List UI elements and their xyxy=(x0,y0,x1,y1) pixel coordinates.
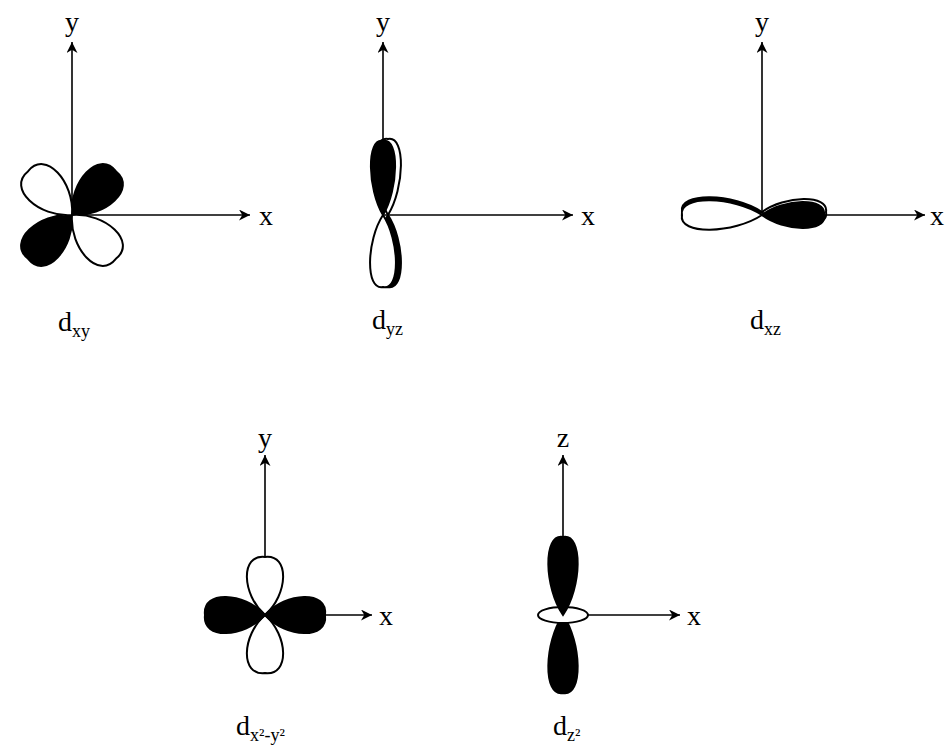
orbital-name: d xyxy=(372,306,386,334)
axis-label: y xyxy=(65,8,79,36)
orbital-lobe xyxy=(265,597,325,633)
orbital-lobe xyxy=(205,597,265,633)
orbital-lobe xyxy=(762,202,824,228)
axis-label: y xyxy=(258,424,272,452)
axis-arrow xyxy=(71,42,73,215)
axis-label: y xyxy=(376,8,390,36)
orbital-subscript: z² xyxy=(567,726,580,744)
orbital-lobe xyxy=(682,200,762,229)
axis-arrow xyxy=(761,42,763,215)
orbital-subscript: xy xyxy=(72,322,90,340)
axis-arrow xyxy=(72,214,250,216)
axis-label: z xyxy=(557,424,569,452)
orbital-name: d xyxy=(236,712,250,740)
orbital-name: d xyxy=(58,308,72,336)
axis-label: x xyxy=(930,202,944,230)
orbital-lobe xyxy=(548,615,577,693)
orbital-name: d xyxy=(553,712,567,740)
axis-label: x xyxy=(687,602,701,630)
orbital-subscript: x²-y² xyxy=(250,726,285,744)
axis-label: x xyxy=(379,602,393,630)
orbital-lobes xyxy=(14,139,826,693)
orbital-lobe xyxy=(548,537,577,615)
orbital-subscript: xz xyxy=(764,320,781,338)
axis-label: x xyxy=(259,202,273,230)
axis-label: y xyxy=(755,8,769,36)
orbital-lobe xyxy=(58,201,130,273)
axes xyxy=(72,42,925,615)
axis-label: x xyxy=(581,202,595,230)
axis-arrow xyxy=(383,214,573,216)
orbital-subscript: yz xyxy=(386,320,403,338)
orbital-lobe xyxy=(370,215,396,287)
orbital-name: d xyxy=(750,306,764,334)
orbital-lobe xyxy=(371,141,395,215)
